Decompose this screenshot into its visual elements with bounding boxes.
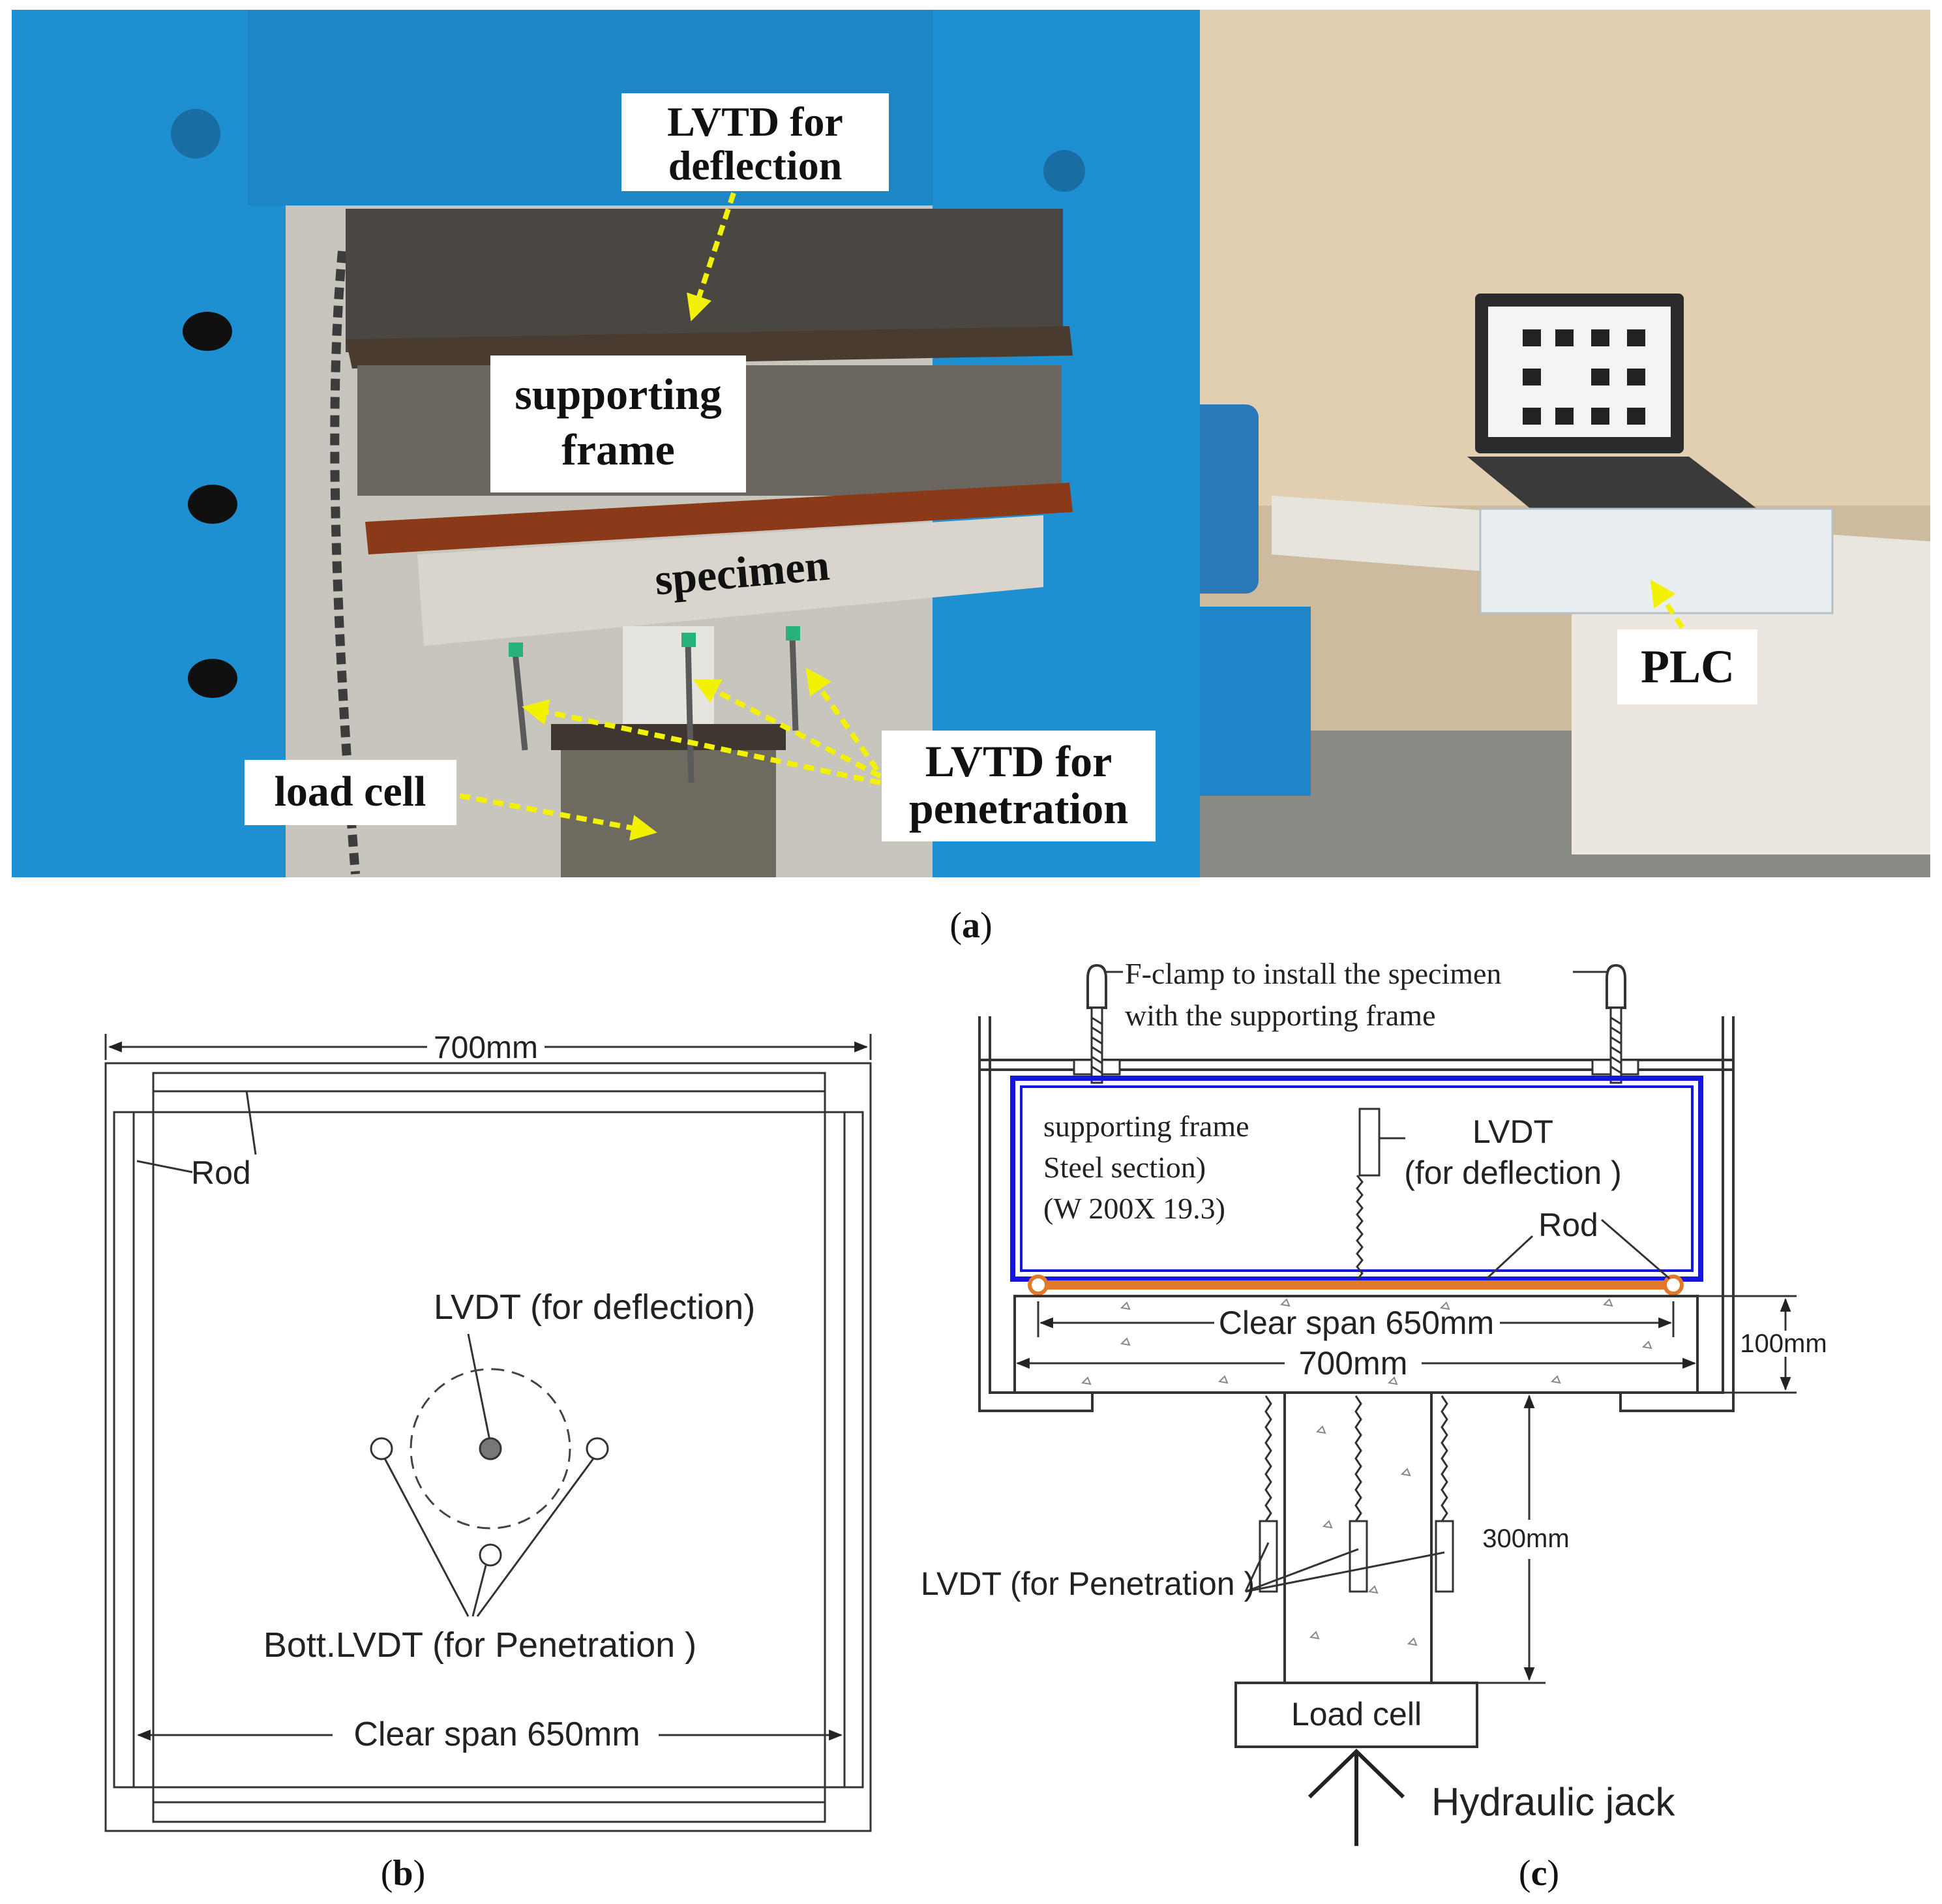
- section-rod: [1028, 1275, 1684, 1295]
- plan-rod-label: Rod: [191, 1155, 251, 1191]
- section-300-label: 300mm: [1482, 1524, 1569, 1553]
- press-bolt-right: [1043, 150, 1085, 192]
- section-load-cell: [1234, 1682, 1478, 1748]
- label-plc: PLC: [1617, 629, 1757, 704]
- section-column-aggregate: [1309, 1425, 1418, 1646]
- section-for-deflection-label: (for deflection ): [1404, 1155, 1621, 1191]
- arrow-lvtd-deflection: [687, 192, 736, 322]
- label-load-cell-text: load cell: [275, 768, 426, 815]
- label-lvtd-deflection: LVTD for deflection: [621, 93, 889, 191]
- section-hydraulic-jack-label: Hydraulic jack: [1431, 1780, 1675, 1824]
- section-rod-leaders: [1486, 1218, 1670, 1280]
- plc-box: [1479, 507, 1834, 614]
- section-fclamp-label-line2: with the supporting frame: [1125, 999, 1436, 1032]
- section-dim-clear-span: [1037, 1301, 1675, 1337]
- caption-b: (b): [381, 1853, 425, 1894]
- f-clamp-screw-right: [1606, 963, 1626, 1084]
- laptop-display-tiles: [1523, 329, 1645, 425]
- section-penetration-lvdt-center: [1349, 1395, 1368, 1593]
- section-steel-section-label: Steel section): [1043, 1151, 1206, 1184]
- label-plc-text: PLC: [1641, 641, 1735, 693]
- section-w-section-label: (W 200X 19.3): [1043, 1192, 1225, 1225]
- label-supporting-frame-line1: supporting: [515, 369, 721, 419]
- press-bolt-left: [171, 109, 220, 159]
- plan-rod-leaders: [136, 1090, 257, 1173]
- section-700-label: 700mm: [1299, 1345, 1408, 1382]
- plan-dim-700-label: 700mm: [434, 1031, 538, 1065]
- arrow-plc: [1650, 579, 1685, 629]
- section-clamp-plates: [1073, 1059, 1639, 1076]
- plan-dashed-circle: [410, 1368, 571, 1530]
- press-holes: [183, 312, 237, 698]
- plan-clear-span-label: Clear span 650mm: [353, 1715, 640, 1753]
- plan-dim-700: [104, 1034, 872, 1060]
- label-supporting-frame: supporting frame: [490, 355, 746, 492]
- panel-b-plan: [104, 1062, 872, 1832]
- section-hydraulic-jack-arrow: [1307, 1748, 1405, 1846]
- plan-outer-square: [104, 1062, 872, 1832]
- caption-a: (a): [949, 905, 992, 946]
- plan-frame-vertical-inner: [152, 1090, 826, 1804]
- section-lvdt-penetration-label: LVDT (for Penetration ): [921, 1565, 1255, 1602]
- label-lvtd-penetration-line2: penetration: [909, 783, 1128, 833]
- chain: [330, 250, 360, 875]
- section-slab-aggregate: [1081, 1298, 1652, 1385]
- plan-penetration-lvdts: [370, 1437, 609, 1567]
- label-lvtd-penetration-line1: LVTD for: [925, 736, 1113, 786]
- specimen-slab: [417, 515, 1043, 646]
- label-lvtd-penetration: LVTD for penetration: [882, 731, 1156, 841]
- f-clamp-screw-left: [1086, 963, 1107, 1084]
- section-fclamp-label-line1: F-clamp to install the specimen: [1125, 957, 1501, 990]
- section-penetration-lvdt-right: [1435, 1395, 1454, 1593]
- label-load-cell: load cell: [245, 760, 456, 825]
- plan-bott-lvdt-label: Bott.LVDT (for Penetration ): [263, 1625, 696, 1665]
- label-supporting-frame-line2: frame: [561, 425, 675, 474]
- section-load-cell-label: Load cell: [1291, 1696, 1422, 1732]
- lvdt-rods: [512, 635, 799, 783]
- section-deflection-lvdt-body: [1358, 1108, 1381, 1177]
- section-rod-label: Rod: [1538, 1207, 1598, 1243]
- plan-deflection-lvdt-dot: [479, 1437, 502, 1460]
- section-clear-span-label: Clear span 650mm: [1219, 1305, 1494, 1341]
- load-cell-ring: [551, 724, 786, 750]
- label-lvtd-deflection-line1: LVTD for: [667, 98, 843, 145]
- press-left-column: [12, 10, 286, 877]
- plan-lvdt-deflection-leader: [467, 1333, 492, 1444]
- section-deflection-lvdt-spring: [1356, 1175, 1364, 1280]
- section-100-label: 100mm: [1740, 1329, 1827, 1358]
- section-lvdt-label: LVDT: [1472, 1113, 1553, 1150]
- support-frame-bottom-flange: [365, 483, 1073, 554]
- panel-a-photo: LVTD for deflection supporting frame spe…: [12, 10, 1930, 877]
- section-penetration-lvdt-left: [1259, 1395, 1278, 1593]
- loading-column: [623, 626, 714, 737]
- section-supporting-frame-label: supporting frame: [1043, 1110, 1249, 1143]
- arrows-lvtd-penetration: [522, 667, 882, 785]
- label-lvtd-deflection-line2: deflection: [668, 142, 843, 189]
- lvdt-caps: [509, 626, 800, 657]
- section-dim-100: [1699, 1295, 1797, 1394]
- plan-lvdt-deflection-label: LVDT (for deflection): [434, 1288, 755, 1327]
- section-supporting-frame-inner: [1020, 1085, 1694, 1272]
- section-penetration-leaders: [1244, 1542, 1445, 1593]
- plan-frame-horizontal-inner: [132, 1111, 846, 1789]
- plan-penetration-leaders: [383, 1458, 595, 1617]
- caption-c: (c): [1519, 1853, 1559, 1894]
